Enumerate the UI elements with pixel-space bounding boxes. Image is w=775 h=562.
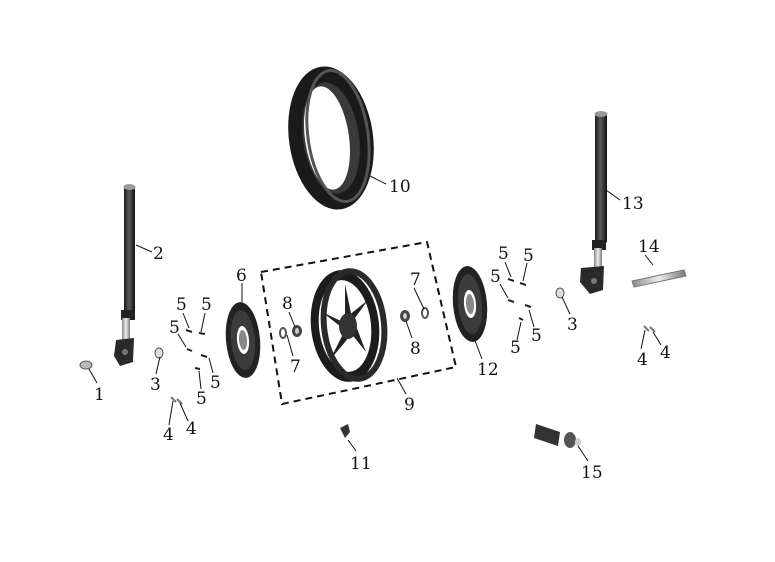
right-collar: [555, 287, 565, 299]
tire: [288, 66, 374, 210]
callout-15: 15: [581, 463, 603, 483]
left-collar: [154, 347, 164, 359]
left-screws: [170, 396, 183, 405]
callout-7-left: 7: [290, 357, 301, 377]
callout-5-d: 5: [210, 373, 221, 393]
axle-nut: [79, 360, 93, 370]
callout-5-h: 5: [490, 267, 501, 287]
left-bearing: [292, 325, 302, 337]
callout-5-c: 5: [169, 318, 180, 338]
callout-5-g: 5: [523, 246, 534, 266]
right-fork: [580, 111, 608, 294]
left-fork: [114, 184, 136, 366]
callout-8-left: 8: [282, 294, 293, 314]
front-axle: [631, 269, 687, 288]
right-bearing: [400, 310, 410, 322]
right-spacer: [421, 307, 429, 319]
left-brake-disc: [225, 302, 261, 378]
wheel-rim: [310, 268, 388, 382]
right-brake-disc: [452, 266, 488, 342]
left-disc-bolts: [185, 329, 208, 370]
callout-5-j: 5: [531, 326, 542, 346]
callout-12: 12: [477, 360, 499, 380]
right-screws: [643, 325, 656, 333]
callout-4-right-a: 4: [637, 350, 648, 370]
callout-9: 9: [404, 395, 415, 415]
callout-3-right: 3: [567, 315, 578, 335]
callout-7-right: 7: [410, 270, 421, 290]
callout-4-left-a: 4: [163, 425, 174, 445]
callout-2: 2: [153, 244, 164, 264]
left-spacer: [279, 327, 287, 339]
right-disc-bolts: [507, 278, 532, 321]
callout-1: 1: [94, 385, 105, 405]
callout-8-right: 8: [410, 339, 421, 359]
callout-3-left: 3: [150, 375, 161, 395]
callout-13: 13: [622, 194, 644, 214]
wheel-assembly-dashed-box: [259, 240, 458, 406]
callout-11: 11: [350, 454, 372, 474]
callout-4-left-b: 4: [186, 419, 197, 439]
callout-5-i: 5: [510, 338, 521, 358]
callout-14: 14: [638, 237, 660, 257]
valve-stem: [340, 424, 350, 438]
leader-lines: [88, 175, 662, 462]
callout-5-a: 5: [176, 295, 187, 315]
callout-5-e: 5: [196, 389, 207, 409]
speed-sensor-drive: [534, 424, 581, 448]
callout-10: 10: [389, 177, 411, 197]
callout-5-b: 5: [201, 295, 212, 315]
callout-4-right-b: 4: [660, 343, 671, 363]
callout-6: 6: [236, 266, 247, 286]
callout-5-f: 5: [498, 244, 509, 264]
